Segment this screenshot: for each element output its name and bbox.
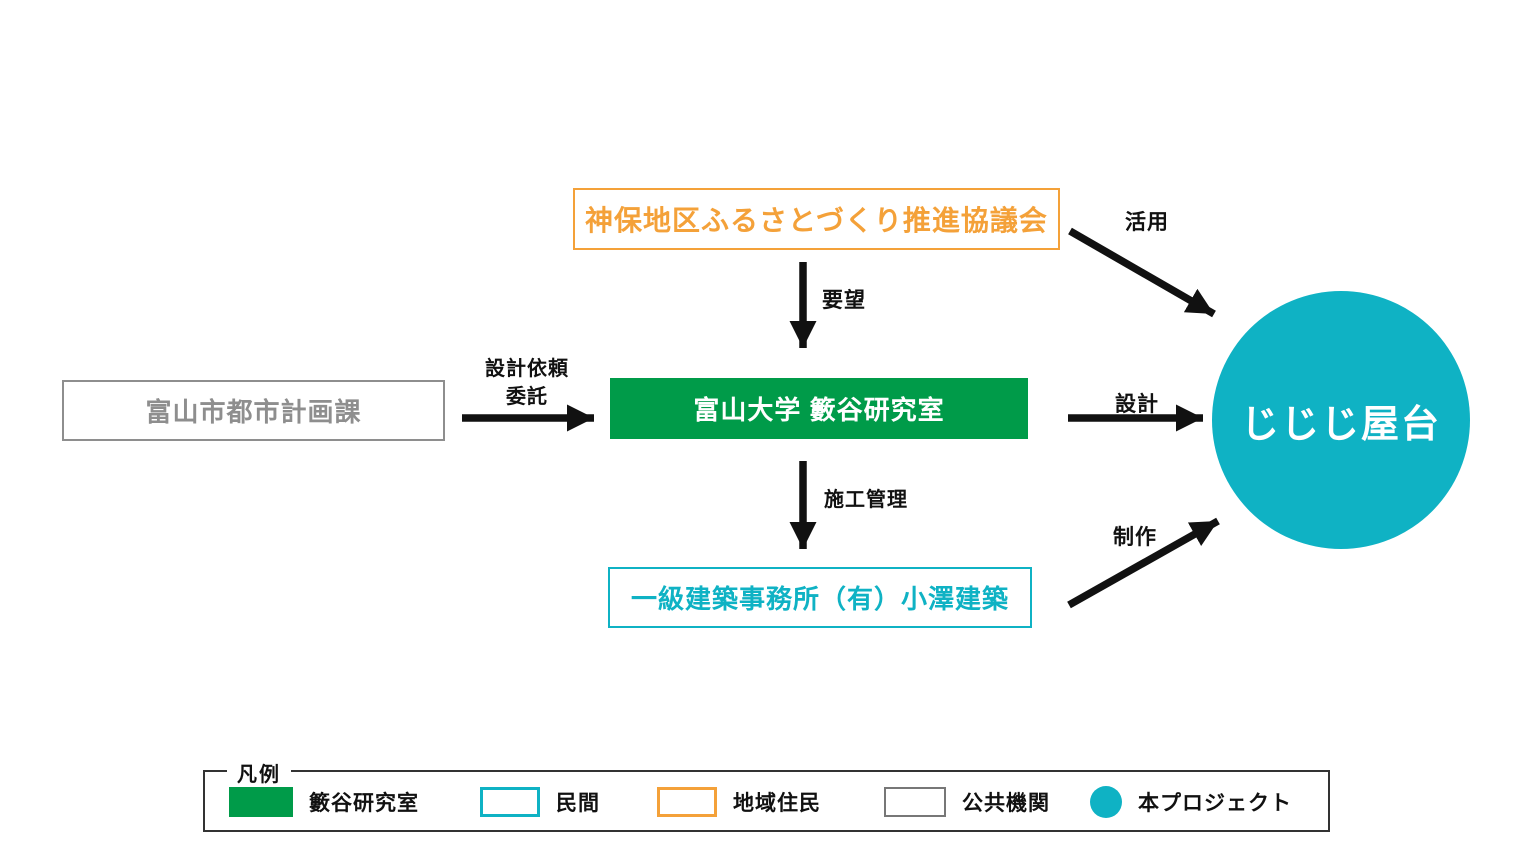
node-toyama-city-planning: 富山市都市計画課 xyxy=(62,380,445,441)
node-jijiji-yatai: じじじ屋台 xyxy=(1212,291,1470,549)
legend: 凡例 籔谷研究室 民間 地域住民 公共機関 本プロジェクト xyxy=(203,758,1330,832)
edge-label-utilize: 活用 xyxy=(1125,211,1169,234)
legend-swatch-green-fill xyxy=(229,787,293,817)
legend-swatch-cyan-circle xyxy=(1090,786,1122,818)
legend-item-project: 本プロジェクト xyxy=(1090,786,1292,818)
legend-item-public-label: 公共機関 xyxy=(962,792,1050,815)
legend-item-lab-label: 籔谷研究室 xyxy=(309,792,419,815)
arrow-utilize xyxy=(1068,227,1216,318)
node-jijiji-yatai-label: じじじ屋台 xyxy=(1240,403,1441,446)
legend-swatch-orange-outline xyxy=(657,787,717,817)
node-ozawa-architecture: 一級建築事務所（有）小澤建築 xyxy=(608,567,1032,628)
edge-label-production: 制作 xyxy=(1113,526,1157,549)
legend-swatch-cyan-outline xyxy=(480,787,540,817)
legend-item-residents-label: 地域住民 xyxy=(733,792,821,815)
legend-swatch-gray-outline xyxy=(884,787,946,817)
legend-item-residents: 地域住民 xyxy=(657,786,821,818)
legend-item-lab: 籔谷研究室 xyxy=(229,786,419,818)
legend-item-private-label: 民間 xyxy=(556,792,600,815)
node-jinbo-council: 神保地区ふるさとづくり推進協議会 xyxy=(573,188,1060,250)
edge-label-request: 要望 xyxy=(822,289,866,312)
legend-item-project-label: 本プロジェクト xyxy=(1138,792,1292,815)
edge-label-construction-management: 施工管理 xyxy=(824,489,908,511)
legend-item-private: 民間 xyxy=(480,786,600,818)
legend-title: 凡例 xyxy=(227,758,291,787)
edge-label-design: 設計 xyxy=(1115,393,1159,416)
edge-label-design-request: 設計依頼 委託 xyxy=(485,358,569,408)
node-ozawa-architecture-label: 一級建築事務所（有）小澤建築 xyxy=(630,584,1009,614)
legend-item-public: 公共機関 xyxy=(884,786,1050,818)
node-toyama-univ-lab-label: 富山大学 籔谷研究室 xyxy=(693,395,945,425)
node-toyama-univ-lab: 富山大学 籔谷研究室 xyxy=(610,378,1028,439)
node-toyama-city-planning-label: 富山市都市計画課 xyxy=(145,397,362,427)
node-jinbo-council-label: 神保地区ふるさとづくり推進協議会 xyxy=(585,205,1048,236)
